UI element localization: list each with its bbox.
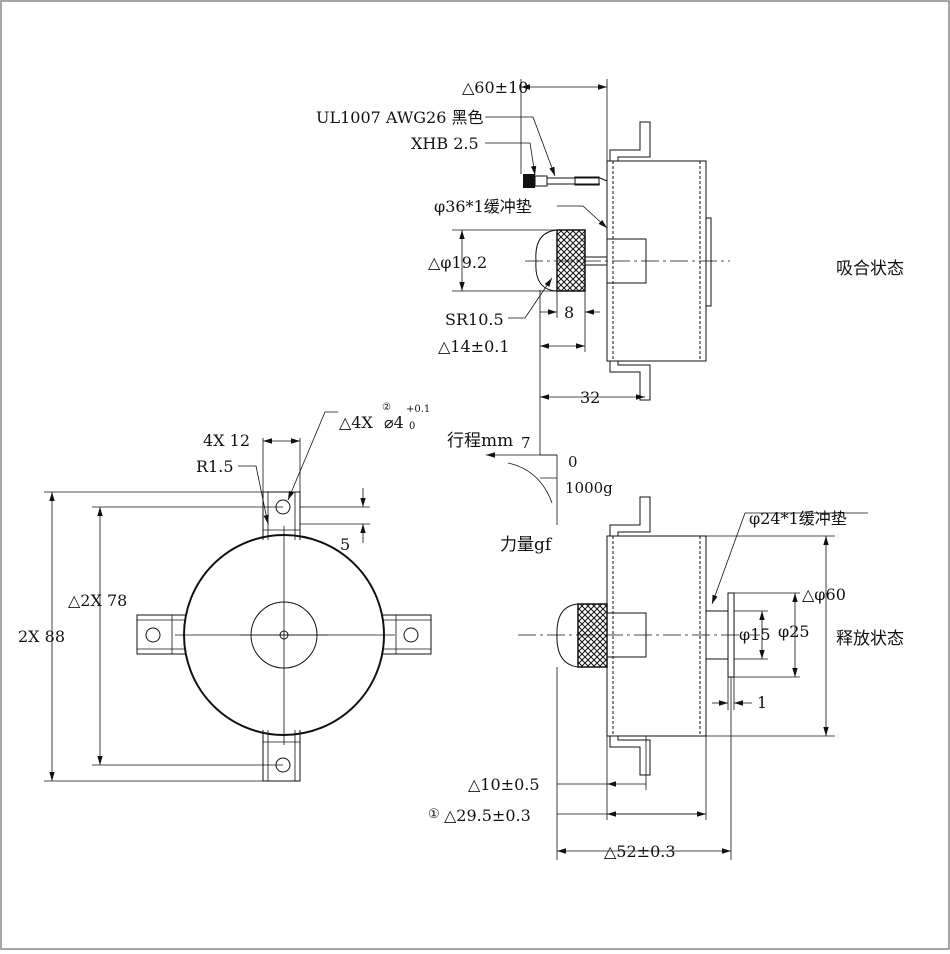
tab-top — [262, 491, 301, 540]
stroke-force-graph: 行程mm 7 0 1000g 力量gf — [447, 431, 613, 555]
tab-left — [136, 614, 185, 655]
bracket-top-b — [609, 496, 651, 536]
tol-low-label: 0 — [409, 421, 415, 432]
dim-32-label: 32 — [580, 388, 600, 407]
attract-state-view: △60±10 UL1007 AWG26 黑色 XHB 2.5 φ36*1缓冲垫 … — [316, 78, 904, 455]
dim-5-label: 5 — [340, 535, 350, 554]
cushion-36-label: φ36*1缓冲垫 — [434, 197, 532, 216]
connector-xhb — [523, 174, 535, 188]
circle-1-label: ① — [428, 807, 440, 822]
bracket-bottom-b — [609, 736, 651, 776]
force-1000-label: 1000g — [565, 479, 613, 497]
release-state-view: φ24*1缓冲垫 △φ60 φ25 φ15 释放状态 1 △10±0.5 — [428, 496, 904, 861]
dim-14-label: △14±0.1 — [438, 337, 510, 356]
cushion-24-label: φ24*1缓冲垫 — [749, 509, 847, 528]
holes-dia-label: ⌀4 — [384, 413, 404, 432]
state-release-label: 释放状态 — [836, 629, 904, 649]
dia-25-label: φ25 — [778, 622, 810, 641]
circle-2-label: ② — [382, 402, 391, 413]
tol-up-label: +0.1 — [406, 404, 430, 415]
solenoid-body-bottom — [606, 535, 707, 737]
sr-label: SR10.5 — [445, 310, 504, 329]
stroke-label: 行程mm — [447, 431, 513, 451]
knob-hatched-bottom — [577, 603, 608, 668]
dim-2x88-label: 2X 88 — [18, 627, 65, 646]
dia-60-label: △φ60 — [802, 585, 846, 604]
state-attract-label: 吸合状态 — [836, 259, 904, 279]
r15-label: R1.5 — [196, 457, 234, 476]
dim-1-label: 1 — [757, 693, 767, 712]
dia-15-label: φ15 — [739, 625, 771, 644]
dim-4x12-label: 4X 12 — [203, 431, 250, 450]
stroke-7-label: 7 — [521, 434, 531, 452]
dim-2x78-label: △2X 78 — [68, 591, 127, 610]
dim-8-label: 8 — [564, 303, 574, 322]
dim-10-label: △10±0.5 — [468, 775, 540, 794]
tab-right — [383, 614, 432, 655]
stroke-0-label: 0 — [568, 453, 578, 471]
knob-hatched-top — [556, 229, 586, 292]
knob-dome-bottom — [556, 603, 579, 668]
force-label: 力量gf — [500, 535, 553, 555]
dim-52-label: △52±0.3 — [604, 842, 676, 861]
lead-length-label: △60±10 — [462, 78, 528, 97]
front-view: ② △4X ⌀4 +0.1 0 4X 12 R1.5 5 △2X 78 2X 8… — [18, 402, 432, 782]
wire-spec-label: UL1007 AWG26 黑色 — [316, 108, 484, 127]
holes-prefix-label: △4X — [339, 413, 373, 432]
dim-29-label: △29.5±0.3 — [444, 806, 531, 825]
bracket-bottom-a — [609, 361, 651, 401]
tab-bottom — [262, 730, 301, 782]
dia-19-label: △φ19.2 — [428, 253, 487, 272]
knob-dome-top — [535, 229, 558, 292]
connector-label: XHB 2.5 — [411, 134, 479, 153]
bracket-top-a — [609, 121, 651, 161]
